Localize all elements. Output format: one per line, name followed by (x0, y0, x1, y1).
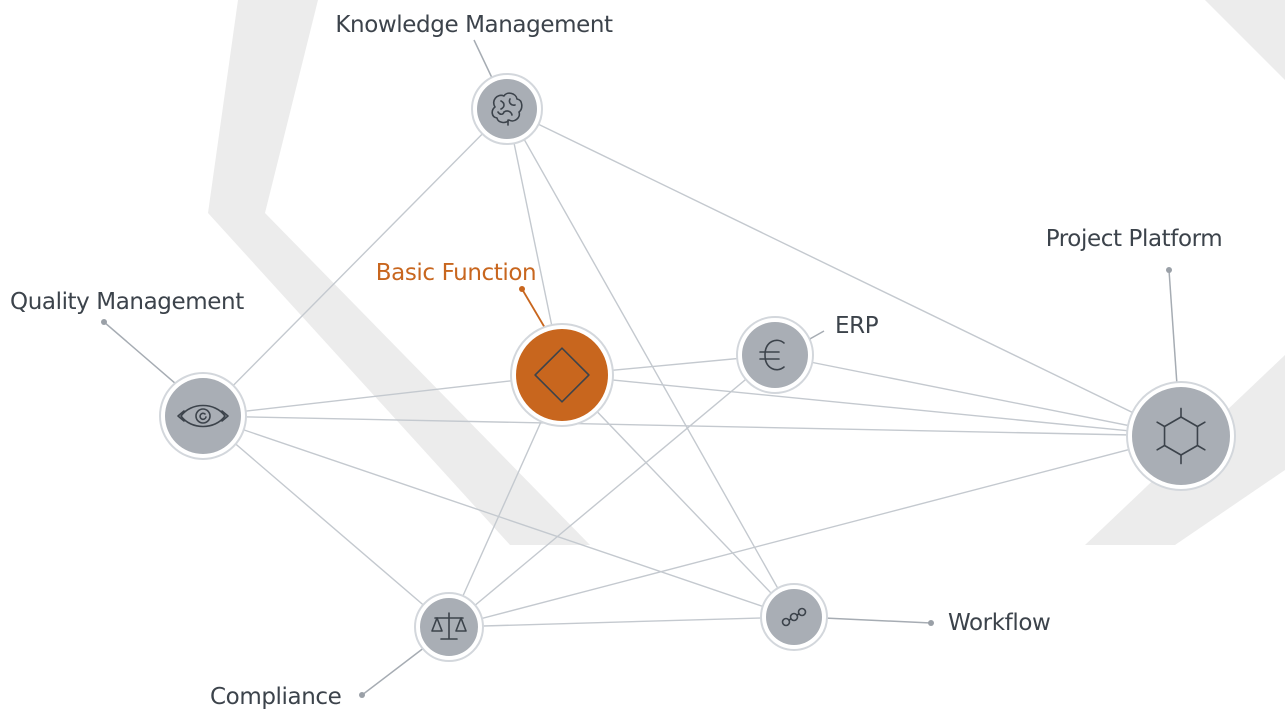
edge-basic-workflow (561, 374, 795, 618)
node-basic (510, 323, 614, 427)
node-core (516, 329, 608, 421)
leader-dot (928, 620, 934, 626)
edge-compliance-project (448, 435, 1182, 628)
edge-quality-project (202, 415, 1182, 437)
node-core (766, 589, 822, 645)
scales-icon (431, 612, 467, 640)
edge-quality-basic (202, 374, 563, 417)
label-workflow: Workflow (948, 610, 1050, 636)
diagram-nodes (159, 73, 1236, 662)
node-knowledge (471, 73, 543, 145)
leader-quality (103, 321, 177, 385)
hexagon-network-icon (1156, 407, 1206, 465)
edge-erp-compliance (448, 354, 776, 628)
node-workflow (760, 583, 828, 651)
leader-dot (101, 319, 107, 325)
label-quality: Quality Management (10, 289, 244, 315)
edge-knowledge-workflow (506, 108, 795, 618)
chain-icon (781, 607, 807, 627)
brain-icon (491, 92, 523, 126)
leader-basic (521, 288, 546, 329)
leader-dot (359, 692, 365, 698)
label-compliance: Compliance (210, 684, 341, 710)
leader-dot (1166, 267, 1172, 273)
leader-dot (519, 286, 525, 292)
edge-erp-project (774, 354, 1182, 437)
connection-lines (202, 108, 1182, 628)
node-quality (159, 372, 247, 460)
node-core (1132, 387, 1230, 485)
euro-icon (759, 339, 785, 371)
leader-compliance (361, 646, 426, 696)
label-erp: ERP (835, 313, 879, 339)
label-project: Project Platform (1046, 226, 1223, 252)
leader-workflow (823, 617, 932, 624)
node-core (477, 79, 537, 139)
edge-knowledge-quality (202, 108, 508, 417)
node-erp (736, 316, 814, 394)
background-watermark (208, 0, 1285, 545)
node-compliance (414, 592, 484, 662)
label-basic: Basic Function (376, 260, 536, 286)
edge-compliance-workflow (448, 616, 795, 628)
edge-quality-compliance (202, 415, 450, 628)
label-knowledge: Knowledge Management (335, 12, 613, 38)
diamond-icon (534, 347, 590, 403)
node-project (1126, 381, 1236, 491)
leader-erp (807, 330, 825, 341)
eye-icon (177, 404, 229, 428)
node-core (742, 322, 808, 388)
edge-basic-project (561, 374, 1182, 437)
node-core (165, 378, 241, 454)
leader-project (1168, 269, 1178, 386)
edge-knowledge-project (506, 108, 1182, 437)
leader-knowledge (473, 39, 494, 81)
